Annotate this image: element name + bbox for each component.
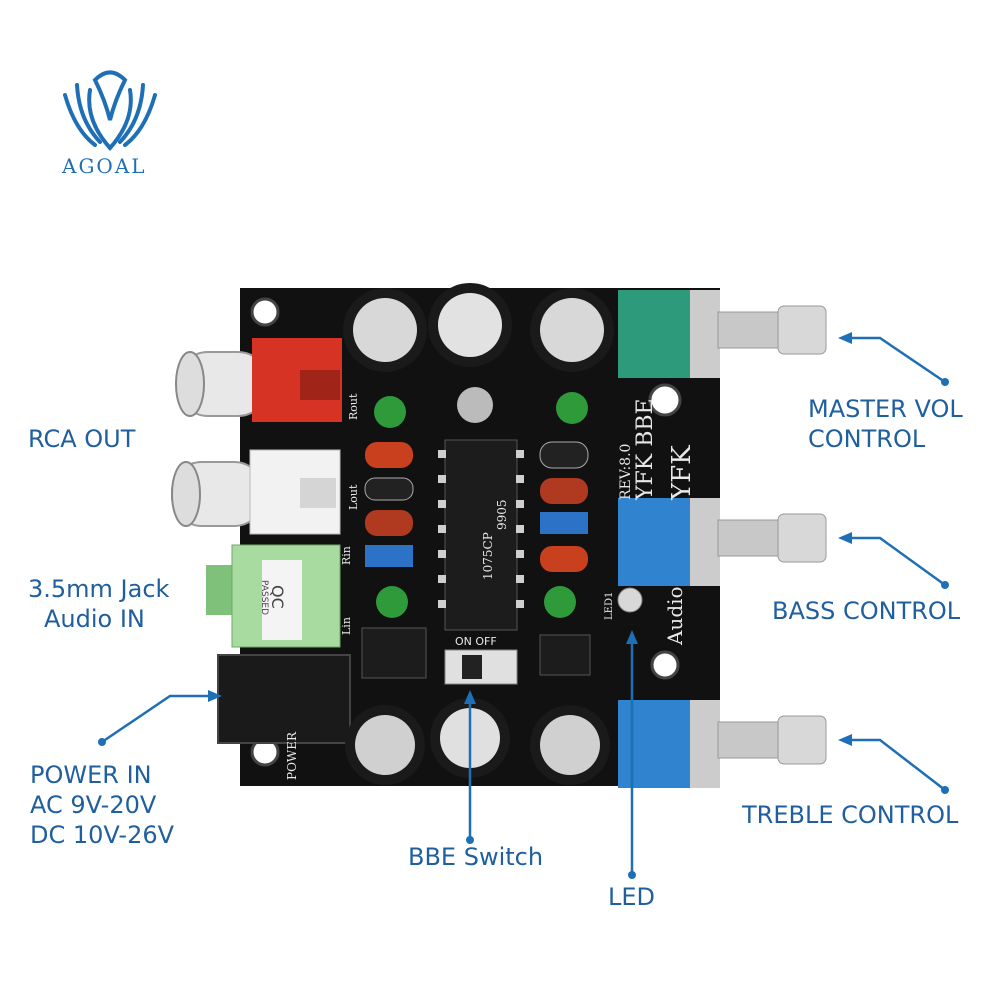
treble-pot (618, 700, 827, 788)
silk-rout: Rout (347, 393, 360, 420)
label-led: LED (608, 883, 656, 911)
chip-model: 1075CP (481, 532, 495, 580)
small-capacitor (374, 396, 406, 428)
agoal-logo-icon (63, 70, 157, 152)
silk-switch: ON OFF (455, 635, 497, 648)
film-capacitor (540, 546, 588, 572)
label-master-line2: CONTROL (808, 425, 926, 453)
small-capacitor (544, 586, 576, 618)
film-capacitor (365, 442, 413, 468)
silk-lout: Lout (347, 484, 360, 510)
label-bbe-switch: BBE Switch (408, 843, 544, 871)
silk-rin: Rin (340, 546, 353, 565)
chip-code: 9905 (495, 499, 509, 530)
mount-hole (250, 297, 280, 327)
film-capacitor (540, 512, 588, 534)
film-capacitor (365, 545, 413, 567)
film-capacitor (365, 510, 413, 536)
led-light (617, 587, 643, 613)
brand-name: AGOAL (62, 154, 147, 178)
silk-power: POWER (285, 731, 299, 780)
regulator (361, 627, 427, 679)
audio-jack-3-5mm (206, 544, 341, 648)
label-power-line2: AC 9V-20V (30, 791, 157, 819)
label-master-line1: MASTER VOL (808, 395, 963, 423)
silk-audio: Audio (663, 586, 687, 646)
silk-brand: YFK (667, 445, 697, 501)
rca-jack-white (171, 449, 341, 535)
film-capacitor (540, 478, 588, 504)
silk-led: LED1 (604, 592, 615, 620)
mount-hole (648, 383, 682, 417)
ic-chip (444, 439, 518, 631)
qc-label: QC (268, 585, 287, 609)
capacitor-bottom (345, 698, 610, 785)
crystal (457, 387, 493, 423)
power-jack (217, 654, 351, 744)
label-power-line3: DC 10V-26V (30, 821, 175, 849)
label-jack-line2: Audio IN (44, 605, 145, 633)
label-bass: BASS CONTROL (772, 597, 961, 625)
label-jack-line1: 3.5mm Jack (28, 575, 170, 603)
silk-title: YFK BBE (633, 398, 658, 501)
silk-lin: Lin (340, 617, 353, 635)
qc-passed: PASSED (259, 580, 269, 615)
diode (539, 634, 591, 676)
capacitor-top (343, 283, 614, 372)
small-capacitor (556, 392, 588, 424)
film-capacitor (539, 441, 589, 469)
mount-hole (650, 650, 680, 680)
silk-rev: REV:8.0 (618, 444, 634, 500)
label-power-line1: POWER IN (30, 761, 152, 789)
label-treble: TREBLE CONTROL (742, 801, 959, 829)
rca-jack-red (175, 338, 342, 422)
bass-pot (618, 498, 827, 586)
label-rca-out: RCA OUT (28, 425, 136, 453)
master-vol-pot (618, 290, 827, 378)
small-capacitor (376, 586, 408, 618)
film-capacitor (364, 477, 414, 501)
